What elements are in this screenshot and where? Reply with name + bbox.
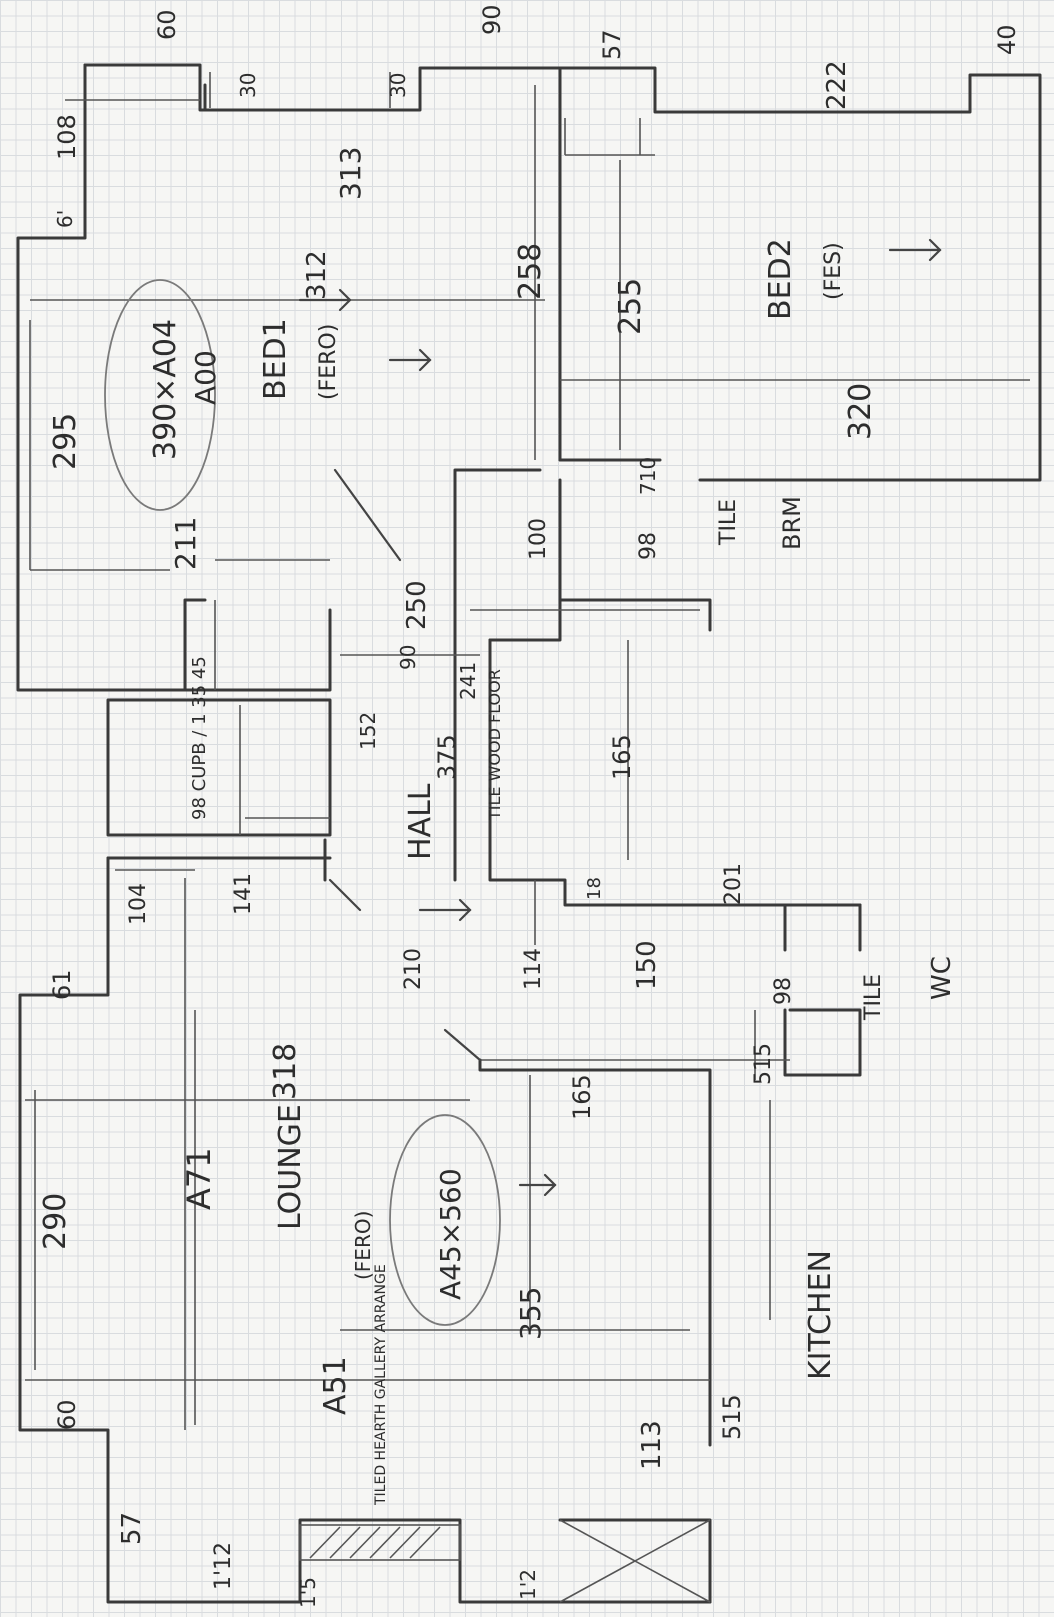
dim-15: 1'5: [296, 1577, 320, 1608]
dim-108: 108: [53, 114, 81, 160]
bed2-walls: [558, 66, 1042, 482]
dim-515b: 515: [718, 1394, 746, 1440]
label-kitchen: KITCHEN: [803, 1250, 838, 1380]
label-bed1-carpet-w: A00: [189, 350, 222, 405]
label-wc-floor: TILE: [861, 974, 886, 1021]
dim-104: 104: [126, 883, 151, 925]
dim-141: 141: [231, 873, 256, 915]
label-fireplace: TILED HEARTH GALLERY ARRANGE: [373, 1264, 389, 1506]
dim-255: 255: [613, 278, 648, 335]
dim-6: 6': [53, 210, 77, 228]
dim-241: 241: [456, 662, 480, 700]
lounge-carpet-oval: [389, 1114, 501, 1326]
dim-165b: 165: [568, 1074, 596, 1120]
dim-30b: 30: [386, 73, 410, 98]
dim-90-top: 90: [478, 4, 506, 35]
dim-211: 211: [169, 517, 202, 570]
label-bed1-floor: (FERO): [316, 324, 341, 400]
dim-210: 210: [401, 948, 426, 990]
label-bathroom: BRM: [778, 496, 806, 550]
dim-250: 250: [402, 580, 432, 630]
cupboard-walls: [106, 698, 332, 882]
dim-60b: 60: [53, 1399, 81, 1430]
dim-A71: A71: [180, 1147, 218, 1210]
dim-98a: 98: [636, 532, 661, 560]
dim-290: 290: [38, 1193, 73, 1250]
label-bed1: BED1: [258, 318, 293, 400]
hearth-hatching: [309, 1526, 441, 1559]
label-lounge: LOUNGE: [273, 1104, 308, 1230]
dim-57-top: 57: [598, 29, 626, 60]
dim-100: 100: [526, 518, 551, 560]
dim-12: 1'2: [516, 1569, 540, 1600]
dim-710: 710: [636, 457, 660, 495]
dim-320: 320: [843, 383, 878, 440]
room-labels: BED1 (FERO) 390×A04 A00 BED2 (FES) TILE …: [148, 238, 957, 1506]
label-cupboard: 98 CUPB / 1 35 45: [189, 656, 210, 820]
label-bathroom-floor: TILE: [716, 499, 741, 546]
dim-258: 258: [513, 243, 548, 300]
dim-30a: 30: [236, 73, 260, 98]
dim-165: 165: [608, 734, 636, 780]
label-lounge-carpet: A45×560: [434, 1168, 467, 1300]
dim-57b: 57: [117, 1512, 147, 1545]
label-hall: HALL: [403, 783, 438, 860]
dim-150: 150: [632, 940, 662, 990]
dim-114: 114: [521, 948, 546, 990]
dim-112: 1'12: [211, 1542, 236, 1590]
door-swings: [328, 468, 482, 1062]
dim-152: 152: [356, 712, 380, 750]
lounge-kitchen-walls: [18, 856, 712, 1604]
dim-18: 18: [584, 877, 605, 900]
label-bed1-carpet: 390×A04: [148, 319, 183, 460]
bed1-carpet-oval: [104, 279, 216, 511]
dim-A51: A51: [318, 1356, 353, 1415]
label-lounge-floor: (FERO): [351, 1211, 375, 1280]
label-wc: WC: [927, 956, 957, 1000]
dim-201: 201: [721, 863, 746, 905]
dim-515a: 515: [751, 1043, 776, 1085]
dim-222: 222: [822, 60, 852, 110]
dim-40-top: 40: [993, 24, 1021, 55]
dimension-lines: [29, 85, 1030, 1425]
dimension-labels: 60 90 57 40 30 30 108 6' 313 222 312 295…: [38, 4, 1021, 1608]
label-bed2-floor: (FES): [821, 242, 846, 300]
dim-113: 113: [637, 1420, 667, 1470]
label-bed2: BED2: [763, 238, 798, 320]
dim-98b: 98: [771, 977, 796, 1005]
label-hall-floor: TILE WOOD FLOOR: [485, 669, 504, 821]
dim-61: 61: [48, 969, 76, 1000]
dim-295: 295: [48, 413, 83, 470]
dim-313: 313: [334, 147, 367, 200]
arrows: [298, 238, 942, 1197]
dim-90b: 90: [396, 645, 420, 670]
dim-375: 375: [433, 734, 461, 780]
dim-318: 318: [268, 1043, 303, 1100]
dim-355: 355: [514, 1287, 547, 1340]
hall-walls: [453, 468, 862, 1077]
dim-60-top: 60: [153, 9, 181, 40]
dim-312: 312: [302, 250, 332, 300]
